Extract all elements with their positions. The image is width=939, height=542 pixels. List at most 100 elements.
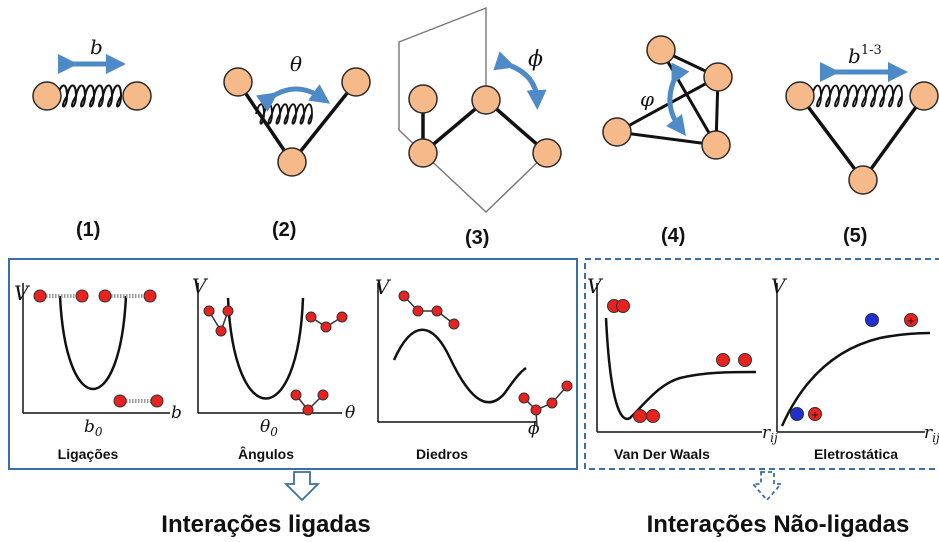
y-label: V [771,274,788,298]
atom [32,81,62,111]
panel-frame [8,258,578,470]
coulomb-curve [780,331,931,427]
plot-angulos: V θ θ0 Ângulos [192,274,355,462]
group-label-bonded: Interações ligadas [161,511,370,538]
atom [471,85,501,115]
potential-curve [226,297,305,400]
red-atom [222,305,234,317]
x-label: ϕ [528,419,540,439]
plane-outline [398,6,549,213]
bonded-panel: V b b0 Ligações V θ θ0 [8,258,578,538]
red-atom-positive [808,407,822,421]
curved-arrow [493,51,547,110]
molecule-eclipsed [403,295,455,325]
item-1-bond-stretch: b (1) [32,35,152,241]
plot-title: Eletrostática [814,446,898,462]
curved-arrow [256,84,331,112]
item-number: (4) [661,225,685,247]
item-3-dihedral: ϕ (3) [398,6,562,249]
atom [408,84,438,114]
y-label: V [14,281,31,305]
red-atom [561,380,573,392]
atom [701,130,731,160]
bond [861,94,926,182]
symbol-b: b [90,35,103,59]
red-atom [302,404,314,416]
panel-frame-dashed [584,258,939,470]
blue-atom-negative [865,313,879,327]
atom [532,138,562,168]
down-arrow-dashed [751,471,783,502]
red-atom [336,311,348,323]
item-5-urey-bradley: b1-3 (5) [785,43,939,247]
red-atom [215,325,227,337]
atom [602,117,632,147]
y-label: V [587,274,604,298]
down-arrow [283,471,321,502]
bond [290,80,358,164]
item-2-angle-bend: θ (2) [223,52,371,241]
superscript: 1-3 [861,43,882,58]
x-label: rij [924,423,939,445]
red-atom [616,299,630,313]
atom [848,165,878,195]
bond [798,94,865,182]
symbol-theta: θ [290,52,302,76]
red-atom [546,397,558,409]
x0-label: θ0 [260,417,278,439]
potential-curve [58,295,128,391]
item-4-improper: φ (4) [602,35,733,247]
plot-title: Diedros [416,446,468,462]
plot-ligacoes: V b b0 Ligações [14,281,182,462]
red-atom [518,392,530,404]
red-atom [98,289,112,303]
plus-sign: + [907,316,915,327]
red-atom [431,305,443,317]
x-label: b [171,403,182,423]
red-atom [738,353,752,367]
item-number: (1) [76,219,100,241]
item-number: (5) [843,225,867,247]
symbol-b13: b1-3 [848,43,882,68]
red-atom [33,289,47,303]
y-label: V [192,274,209,298]
atom [341,67,371,97]
red-atom [646,409,660,423]
blue-atom-negative [790,407,804,421]
red-atom-positive [904,313,918,327]
plus-sign: + [811,410,819,421]
red-atom [305,311,317,323]
atom [703,62,733,92]
red-atom [412,305,424,317]
y-label: V [375,275,392,299]
plot-eletrostatica: V rij + + Eletrostática [771,274,939,462]
atom [785,81,815,111]
nonbonded-panel: V rij Van Der Waals V rij + + Eletrostát… [584,258,939,538]
x-label: rij [762,423,778,445]
atom [277,147,307,177]
item-number: (2) [272,219,296,241]
red-atom [150,394,164,408]
item-number: (3) [465,227,489,249]
plot-title: Ligações [58,446,119,462]
plot-diedros: V ϕ Diedros [375,275,573,462]
curved-arrow [666,62,690,137]
potential-curve [392,328,527,404]
molecule-staggered [523,385,568,411]
red-atom [113,394,127,408]
red-atom [633,409,647,423]
red-atom [448,318,460,330]
group-label-nonbonded: Interações Não-ligadas [647,511,910,538]
red-atom [317,389,329,401]
plot-title: Van Der Waals [614,446,710,462]
plot-van-der-waals: V rij Van Der Waals [587,274,778,462]
x-label: θ [345,403,355,423]
red-atom [290,389,302,401]
x0-label: b0 [84,417,103,439]
red-atom [320,321,332,333]
lj-curve [604,317,757,421]
atom [223,67,253,97]
atom [122,81,152,111]
red-atom [716,353,730,367]
